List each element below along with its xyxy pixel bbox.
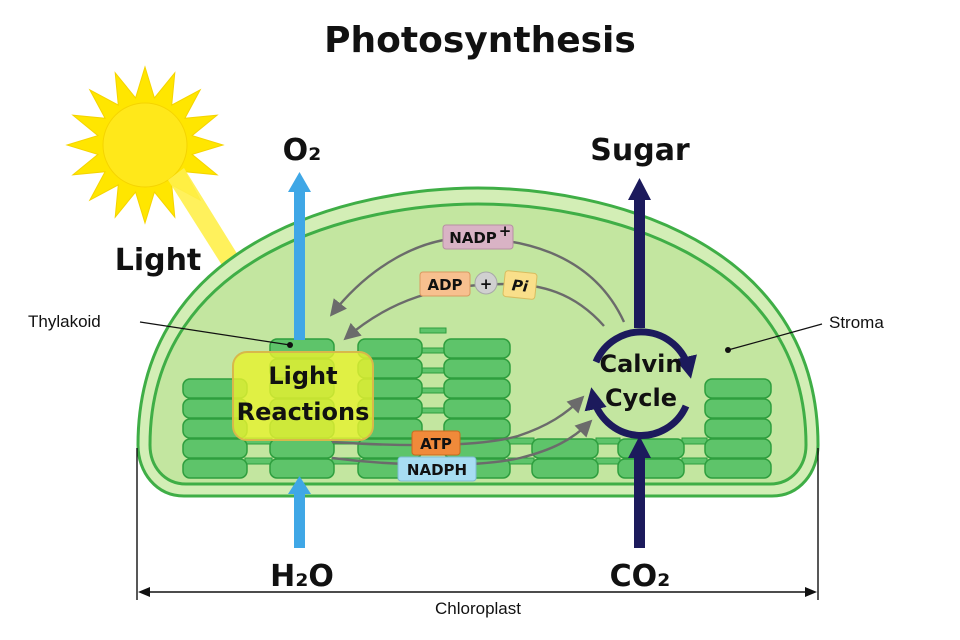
stroma-label: Stroma: [829, 313, 884, 332]
stroma-lamella: [681, 437, 708, 445]
oxygen-arrow: [288, 172, 311, 340]
thylakoid-disc: [357, 338, 423, 359]
thylakoid-disc: [443, 358, 511, 379]
water-label: H₂O: [270, 559, 334, 594]
thylakoid-label: Thylakoid: [28, 312, 101, 331]
stroma-lamella: [507, 437, 535, 445]
thylakoid-disc: [443, 338, 511, 359]
adp-label: ADP: [427, 276, 462, 294]
thylakoid-disc: [443, 418, 511, 439]
thylakoid-disc: [704, 418, 772, 439]
adp-chip: ADP: [419, 271, 471, 297]
chloroplast-dimension: [136, 448, 819, 600]
thylakoid-disc: [269, 458, 335, 479]
thylakoid-disc: [531, 458, 599, 479]
pi-chip: Pi: [502, 270, 538, 300]
thylakoid-disc: [617, 458, 685, 479]
pi-label: Pi: [511, 276, 530, 296]
co2-arrow: [628, 436, 651, 548]
stroma-lamella: [419, 387, 447, 394]
adp-return-arrow: [343, 282, 605, 341]
nadp-label: NADP: [449, 229, 497, 247]
nadph-label: NADPH: [407, 461, 467, 479]
thylakoid-disc: [182, 458, 248, 479]
diagram-title: Photosynthesis: [324, 20, 636, 61]
stroma-lamella: [595, 437, 621, 445]
water-arrow: [288, 476, 311, 548]
plus-chip: +: [474, 271, 498, 295]
thylakoid-disc: [704, 438, 772, 459]
light-reactions-box: Light Reactions: [232, 351, 374, 441]
thylakoid-disc: [531, 438, 599, 459]
nadph-arrow: [331, 419, 593, 466]
stroma-lamella: [419, 407, 447, 414]
stroma-leader-line: [727, 323, 823, 351]
nadp-chip: NADP +: [442, 222, 514, 250]
stroma-lamella: [681, 457, 708, 465]
sugar-label: Sugar: [590, 133, 690, 168]
thylakoid-disc: [617, 438, 685, 459]
calvin-cycle-line2: Cycle: [605, 384, 677, 412]
stroma-lamella: [595, 457, 621, 465]
sugar-arrow: [628, 178, 651, 328]
thylakoid-disc: [443, 398, 511, 419]
calvin-cycle-arc-top: [592, 328, 697, 379]
thylakoid-disc: [704, 398, 772, 419]
thylakoid-disc: [182, 438, 248, 459]
calvin-cycle-line1: Calvin: [600, 350, 683, 378]
thylakoid-disc: [704, 458, 772, 479]
nadp-superscript: +: [499, 222, 512, 240]
atp-arrow: [331, 395, 585, 447]
stroma-lamella: [419, 327, 447, 334]
light-label: Light: [115, 243, 202, 278]
thylakoid-disc: [443, 378, 511, 399]
light-reactions-line1: Light: [268, 362, 337, 390]
sun-core: [102, 102, 188, 188]
calvin-cycle: Calvin Cycle: [584, 328, 697, 439]
plus-label: +: [480, 275, 493, 293]
stroma-lamella: [244, 457, 273, 465]
atp-chip: ATP: [411, 430, 461, 456]
light-reactions-line2: Reactions: [237, 398, 370, 426]
atp-label: ATP: [420, 435, 452, 453]
stroma-lamella: [419, 367, 447, 374]
stroma-lamella: [419, 347, 447, 354]
thylakoid-leader-line: [139, 321, 291, 346]
chloroplast-label: Chloroplast: [435, 599, 521, 618]
oxygen-label: O₂: [283, 133, 322, 168]
co2-label: CO₂: [610, 559, 671, 594]
thylakoid-disc: [704, 378, 772, 399]
nadph-chip: NADPH: [397, 456, 477, 482]
thylakoid-disc: [269, 438, 335, 459]
thylakoid-leader-dot: [287, 342, 293, 348]
calvin-cycle-arc-bottom: [584, 387, 690, 439]
stroma-leader-dot: [725, 347, 731, 353]
